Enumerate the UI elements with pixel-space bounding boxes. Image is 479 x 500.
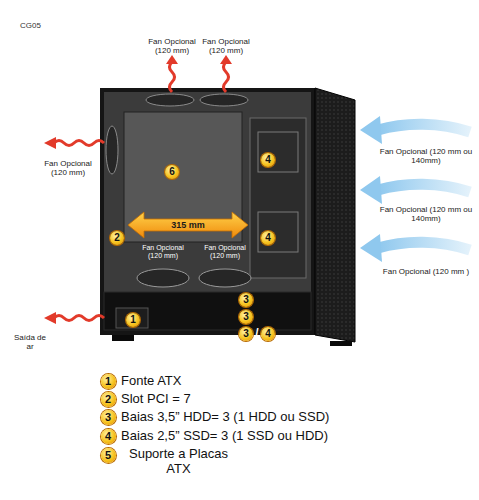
- drive-cage: [250, 118, 306, 278]
- dimension-arrow: [128, 212, 248, 238]
- glass-window: [104, 92, 311, 330]
- fan-label: Fan Opcional (120 mm ou 140mm): [378, 205, 474, 223]
- arrowhead: [360, 234, 382, 262]
- callout-number: 4: [261, 153, 275, 167]
- airflow-label: Saída de ar: [10, 333, 50, 351]
- separator: /: [255, 327, 258, 341]
- fan-label: Fan Opcional (120 mm ): [378, 267, 474, 276]
- legend-text: Slot PCI = 7: [121, 392, 191, 407]
- legend-number: 2: [101, 392, 116, 407]
- drive-bay: [258, 132, 298, 172]
- legend-text: Baias 3,5” HDD= 3 (1 HDD ou SSD): [121, 410, 329, 425]
- legend-text: Suporte a Placas ATX: [121, 447, 236, 477]
- case-body: [100, 88, 315, 335]
- intake-arrow: [378, 184, 470, 192]
- arrowhead: [44, 312, 56, 324]
- arrowhead: [360, 176, 382, 204]
- drive-bay: [258, 212, 298, 252]
- case-foot: [330, 341, 352, 346]
- psu: [116, 308, 148, 328]
- model-code: CG05: [20, 21, 41, 30]
- arrowhead: [220, 55, 232, 64]
- fan-label: Fan Opcional (120 mm): [143, 37, 201, 55]
- arrowhead: [166, 55, 178, 64]
- fan-label: Fan Opcional (120 mm): [138, 244, 188, 260]
- callout-number: 4: [261, 327, 275, 341]
- fan: [199, 269, 251, 287]
- dimension-label: 315 mm: [171, 220, 205, 230]
- legend-number: 4: [101, 429, 116, 444]
- legend-text: Fonte ATX: [121, 374, 181, 389]
- arrowhead: [44, 137, 56, 149]
- fan-label: Fan Opcional (120 mm): [200, 244, 250, 260]
- exhaust-arrow: [170, 62, 175, 92]
- fan-label: Fan Opcional (120 mm): [197, 37, 255, 55]
- case-foot: [112, 335, 134, 341]
- callout-number: 3: [239, 310, 253, 324]
- exhaust-arrow: [54, 316, 104, 321]
- legend-number: 5: [101, 448, 116, 463]
- callout-number: 2: [110, 231, 124, 245]
- intake-arrow: [378, 124, 470, 132]
- legend-text: Baias 2,5” SSD= 3 (1 SSD ou HDD): [121, 429, 328, 444]
- exhaust-arrow: [224, 62, 229, 92]
- callout-number: 3: [239, 293, 253, 307]
- fan: [137, 269, 189, 287]
- callout-number: 6: [165, 165, 179, 179]
- callout-number: 1: [126, 313, 140, 327]
- arrowhead: [360, 116, 382, 144]
- fan-label: Fan Opcional (120 mm ou 140mm): [378, 147, 474, 165]
- fan: [200, 94, 248, 106]
- fan: [146, 94, 194, 106]
- psu-shroud: [104, 292, 311, 330]
- legend-number: 3: [101, 410, 116, 425]
- front-panel: [315, 88, 355, 342]
- exhaust-arrow: [54, 141, 104, 146]
- legend-number: 1: [101, 374, 116, 389]
- callout-number: 3: [239, 327, 253, 341]
- fan-label: Fan Opcional (120 mm): [39, 159, 97, 177]
- fan: [106, 126, 118, 174]
- callout-number: 4: [261, 231, 275, 245]
- intake-arrow: [378, 242, 470, 250]
